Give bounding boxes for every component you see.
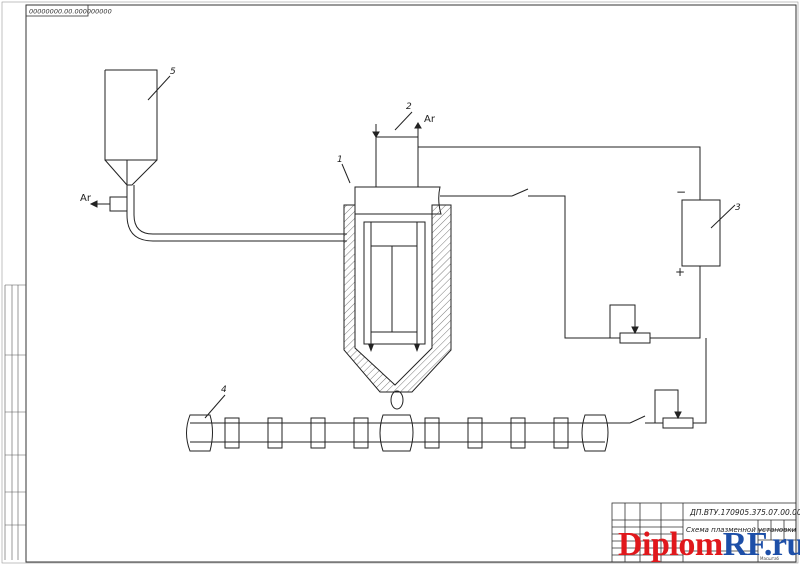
plasmatron-head: [341, 111, 442, 215]
top-stamp: 00000000.00.000000000: [25, 4, 112, 17]
watermark-suffix: RF.ru: [722, 526, 800, 563]
title-block: [611, 502, 797, 563]
spray-chamber: [343, 204, 452, 410]
label-minus: −: [676, 185, 686, 199]
label-item-1: 1: [337, 155, 343, 165]
callout-labels: 5 2 1 3 4 Ar Ar − +: [80, 67, 741, 395]
powder-hopper: [104, 69, 171, 186]
label-gas-left: Ar: [80, 193, 92, 204]
label-item-4: 4: [221, 385, 227, 395]
feed-pipe: [89, 185, 347, 242]
document-code: ДП.ВТУ.170905.375.07.00.00.00: [689, 508, 800, 517]
workpiece-shaft: [186, 394, 609, 452]
label-plus: +: [675, 265, 685, 279]
label-item-2: 2: [406, 102, 412, 112]
drawing-title: Схема плазменной установки: [686, 526, 797, 534]
circuit-wiring: [418, 146, 707, 429]
drawing-frame: [25, 4, 797, 563]
left-margin-strip: [4, 284, 26, 560]
power-source: [681, 199, 736, 267]
top-stamp-text: 00000000.00.000000000: [29, 8, 112, 16]
sheet-label: Масштаб: [760, 556, 780, 561]
watermark-logo: DiplomRF.ru: [618, 528, 800, 562]
label-gas-top: Ar: [424, 114, 436, 125]
label-item-3: 3: [735, 203, 741, 213]
label-item-5: 5: [170, 67, 176, 77]
watermark-brand: Diplom: [618, 526, 723, 563]
